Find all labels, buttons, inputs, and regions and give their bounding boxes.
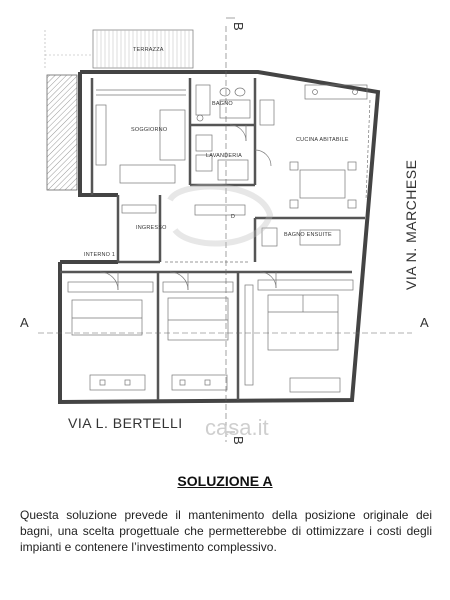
street-label-bertelli: VIA L. BERTELLI bbox=[68, 415, 183, 431]
watermark-logo-icon bbox=[167, 183, 274, 247]
watermark-text: casa.it bbox=[205, 415, 269, 440]
balcony-hatch bbox=[46, 74, 78, 191]
kitchen-furniture bbox=[259, 84, 371, 209]
bedroom-furniture bbox=[67, 279, 354, 393]
room-label-terrazza: TERRAZZA bbox=[133, 47, 164, 53]
section-mark-b-top: B bbox=[231, 22, 246, 31]
interior-walls bbox=[60, 78, 365, 400]
room-label-bagno: BAGNO bbox=[212, 101, 233, 107]
room-label-disimpegno: D bbox=[231, 214, 235, 220]
room-label-interno: INTERNO 1 bbox=[84, 252, 115, 258]
doors bbox=[99, 124, 277, 291]
section-mark-b-bottom: B bbox=[231, 436, 246, 445]
solution-description: Questa soluzione prevede il mantenimento… bbox=[20, 508, 432, 554]
floor-plan: TERRAZZA SOGGIORNO BAGNO LAVANDERIA CUCI… bbox=[20, 17, 429, 445]
terrace bbox=[44, 29, 194, 70]
section-mark-a-left: A bbox=[20, 315, 29, 330]
outer-walls bbox=[58, 70, 381, 405]
entry-furniture bbox=[121, 204, 341, 263]
room-label-bagno-ensuite: BAGNO ENSUITE bbox=[284, 232, 332, 238]
bathroom-fixtures bbox=[195, 84, 251, 181]
room-label-cucina: CUCINA ABITABILE bbox=[296, 137, 349, 143]
room-label-ingresso: INGRESSO bbox=[136, 225, 167, 231]
section-mark-a-right: A bbox=[420, 315, 429, 330]
room-label-lavanderia: LAVANDERIA bbox=[206, 153, 242, 159]
room-label-soggiorno: SOGGIORNO bbox=[131, 127, 168, 133]
street-label-marchese: VIA N. MARCHESE bbox=[403, 160, 419, 290]
section-lines bbox=[38, 17, 412, 442]
living-furniture bbox=[95, 89, 186, 184]
solution-title: SOLUZIONE A bbox=[177, 473, 273, 489]
